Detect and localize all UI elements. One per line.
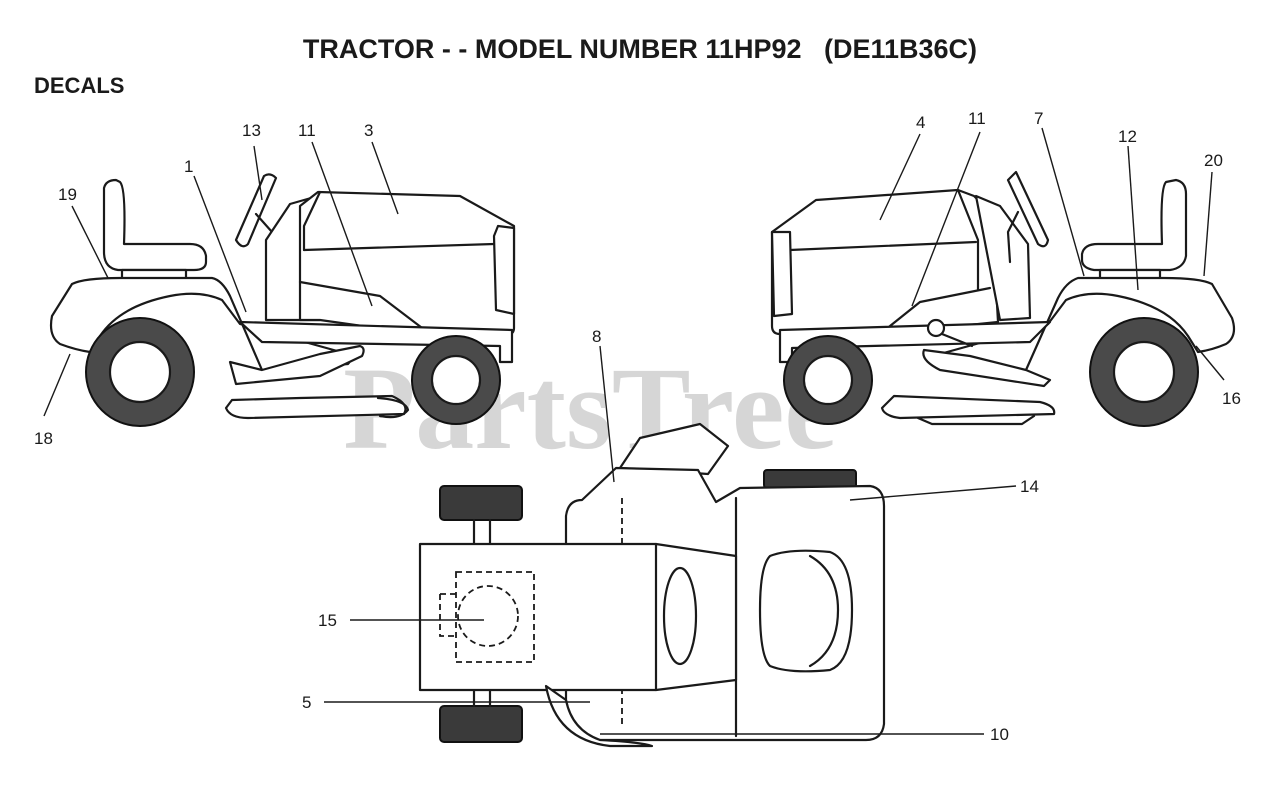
rear-hub-right [1112, 340, 1176, 404]
hood-right [770, 188, 1000, 336]
rear-fender-left [49, 276, 352, 372]
frame-left [238, 320, 514, 364]
rear-tire-top [763, 469, 857, 489]
body-right [974, 194, 1032, 322]
steering-wheel-top [662, 566, 698, 666]
rear-fender-right [935, 276, 1236, 372]
lift-lever-knob-right [926, 318, 946, 338]
callout-8: 8 [592, 327, 601, 346]
diagram-title: TRACTOR - - MODEL NUMBER 11HP92 (DE11B36… [303, 34, 977, 64]
callouts: 19 1 13 11 3 18 4 11 7 12 20 16 8 14 15 … [34, 109, 1241, 744]
front-hub-right [802, 354, 854, 406]
callout-10: 10 [990, 725, 1009, 744]
tractor-left-side-view [49, 173, 516, 427]
callout-19: 19 [58, 185, 77, 204]
callout-12: 12 [1118, 127, 1137, 146]
frame-right [778, 320, 1052, 364]
leader-lines [43, 127, 1225, 735]
callout-20: 20 [1204, 151, 1223, 170]
callout-15: 15 [318, 611, 337, 630]
hood-left [298, 190, 516, 336]
callout-11-right: 11 [968, 109, 986, 128]
tractor-top-view [418, 422, 886, 748]
section-label: DECALS [34, 73, 124, 98]
callout-7: 7 [1034, 109, 1043, 128]
discharge-chute-top [544, 684, 654, 748]
callout-3: 3 [364, 121, 373, 140]
callout-13: 13 [242, 121, 261, 140]
steering-wheel-right [1006, 170, 1050, 248]
seat-left [102, 178, 208, 272]
tractor-right-side-view [770, 170, 1236, 427]
seat-top [758, 549, 854, 673]
rear-hub-left [108, 340, 172, 404]
callout-1: 1 [184, 157, 193, 176]
front-tire-top-upper [439, 485, 523, 521]
callout-5: 5 [302, 693, 311, 712]
callout-16: 16 [1222, 389, 1241, 408]
engine-outline-top [455, 571, 535, 663]
callout-11-left: 11 [298, 121, 316, 140]
steering-column-top [618, 422, 730, 476]
callout-4: 4 [916, 113, 925, 132]
mower-deck-left [224, 394, 407, 420]
steering-wheel-left [234, 173, 278, 248]
front-hub-left [430, 354, 482, 406]
callout-18: 18 [34, 429, 53, 448]
front-tire-top-lower [439, 705, 523, 743]
mower-deck-right [880, 394, 1056, 420]
callout-14: 14 [1020, 477, 1039, 496]
seat-right [1080, 178, 1188, 272]
